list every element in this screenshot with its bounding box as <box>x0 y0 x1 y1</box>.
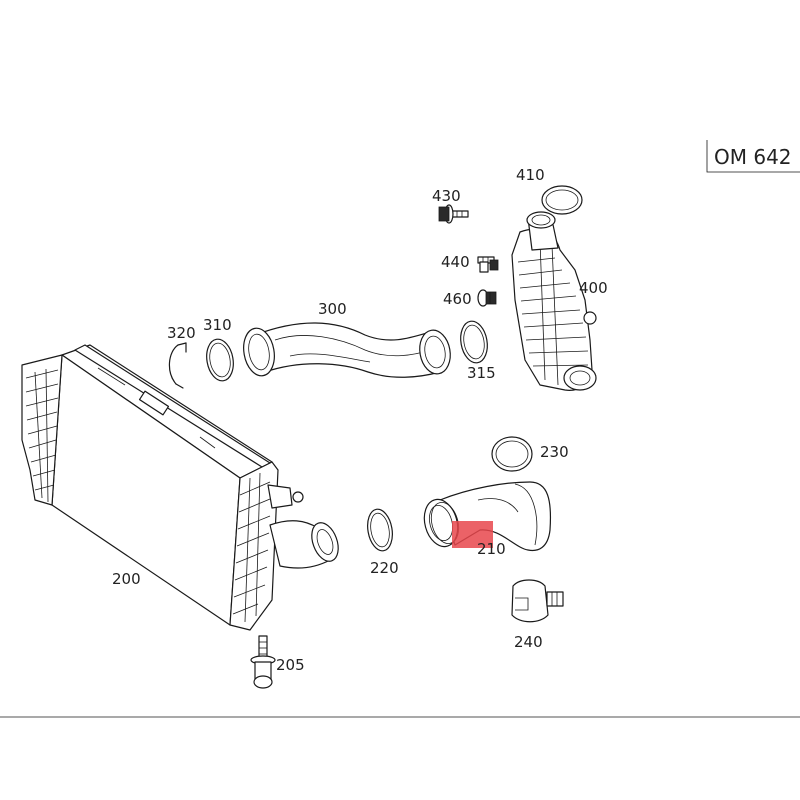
callout-440: 440 <box>441 253 470 271</box>
charge-air-distributor-part-400[interactable] <box>511 211 597 391</box>
highlight-marker <box>452 521 493 548</box>
sealing-ring-part-310[interactable] <box>204 337 237 383</box>
sealing-ring-part-230[interactable] <box>491 436 533 472</box>
bolt-part-460[interactable] <box>477 289 497 307</box>
bolt-part-205[interactable] <box>250 635 276 689</box>
sensor-part-240[interactable] <box>511 579 564 623</box>
callout-315: 315 <box>467 364 496 382</box>
clamp-part-320[interactable] <box>168 342 187 389</box>
callout-210: 210 <box>477 540 506 558</box>
bolt-part-440[interactable] <box>477 256 499 273</box>
callout-400: 400 <box>579 279 608 297</box>
engine-code-label: OM 642 <box>714 145 792 169</box>
intercooler-left-fins <box>25 368 59 503</box>
intercooler-part-200[interactable] <box>21 344 343 631</box>
sealing-ring-part-410[interactable] <box>541 185 583 215</box>
callout-200: 200 <box>112 570 141 588</box>
callout-240: 240 <box>514 633 543 651</box>
callout-410: 410 <box>516 166 545 184</box>
intercooler-right-fins <box>232 472 271 623</box>
callout-300: 300 <box>318 300 347 318</box>
sealing-ring-part-315[interactable] <box>458 319 491 365</box>
engine-code-box: OM 642 <box>706 140 800 173</box>
callout-205: 205 <box>276 656 305 674</box>
bolt-part-430[interactable] <box>438 204 469 224</box>
sealing-ring-part-220[interactable] <box>365 507 396 553</box>
callout-310: 310 <box>203 316 232 334</box>
callout-230: 230 <box>540 443 569 461</box>
charge-air-hose-part-300[interactable] <box>240 322 454 378</box>
callout-320: 320 <box>167 324 196 342</box>
distributor-ribs <box>517 239 589 386</box>
callout-460: 460 <box>443 290 472 308</box>
callout-220: 220 <box>370 559 399 577</box>
charge-air-pipe-part-210[interactable] <box>419 481 552 552</box>
callout-430: 430 <box>432 187 461 205</box>
